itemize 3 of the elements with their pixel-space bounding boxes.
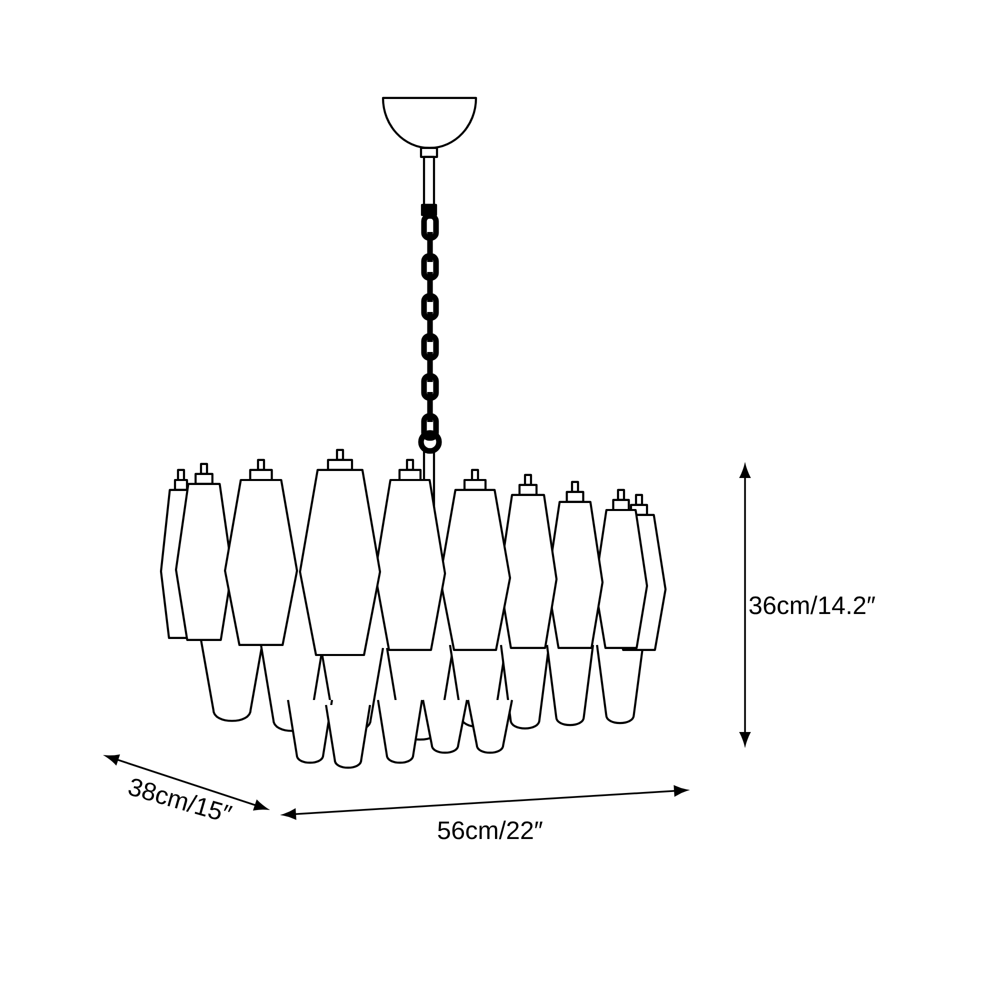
dimension-label: 38cm/15″ [128, 778, 233, 820]
dimension-label: 56cm/22″ [438, 820, 543, 840]
dimension-label: 36cm/14.2″ [749, 596, 876, 614]
